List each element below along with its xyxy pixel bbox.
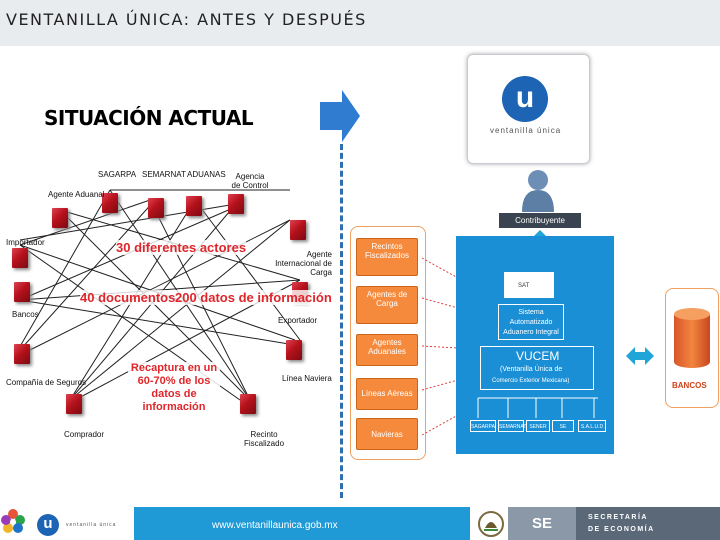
actor-icon-aduanas: [186, 196, 202, 216]
database-icon-top: [674, 308, 710, 320]
actor-label-importador: Importador: [6, 238, 45, 247]
agency-se: SE: [552, 420, 574, 432]
box-agentes-aduanales: Agentes Aduanales: [356, 334, 418, 366]
agency-sagarpa: SAGARPA: [470, 420, 496, 432]
actor-icon-recinto: [240, 394, 256, 414]
actor-icon-sagarpa: [102, 193, 118, 213]
actor-label-seguros: Compañía de Seguros: [6, 378, 87, 387]
footer-logo-icon: u: [37, 514, 59, 536]
sat-logo: [504, 272, 554, 298]
user-icon: [522, 170, 554, 212]
callout-recaptura: Recaptura en un 60-70% de los datos de i…: [128, 362, 220, 414]
sat-label: SAT: [518, 283, 530, 289]
secretaria-line2: DE ECONOMÍA: [588, 526, 655, 533]
sistema-aduanero-box: Sistema Automatizado Aduanero Integral: [498, 304, 564, 340]
box-lineas-aereas: Líneas Aéreas: [356, 378, 418, 410]
bancos-double-arrow-icon: [626, 347, 654, 365]
box-navieras: Navieras: [356, 418, 418, 450]
actor-label-recinto: Recinto Fiscalizado: [244, 430, 285, 448]
ventanilla-logo-text: ventanilla única: [490, 126, 562, 135]
section-divider: [340, 144, 343, 498]
actor-icon-agencia-control: [228, 194, 244, 214]
vucem-box: [480, 346, 594, 390]
actor-icon-agente-carga: [290, 220, 306, 240]
actor-label-exportador: Exportador: [278, 316, 318, 325]
situation-title: SITUACIÓN ACTUAL: [44, 106, 254, 130]
agency-sener: SENER: [526, 420, 550, 432]
transition-arrow-icon: [320, 90, 360, 142]
actor-icon-bancos: [14, 282, 30, 302]
agency-semarnat: SEMARNAT: [498, 420, 526, 432]
actor-icon-seguros: [14, 344, 30, 364]
actor-label-bancos: Bancos: [12, 310, 39, 319]
agency-connectors: [477, 397, 598, 418]
contribuyente-label: Contribuyente: [499, 213, 581, 228]
actor-label-agente-aduanal: Agente Aduanal: [48, 190, 105, 199]
flower-logo-icon: [1, 509, 25, 533]
actor-label-aduanas: ADUANAS: [187, 170, 226, 179]
vucem-title: VUCEM: [516, 349, 560, 363]
callout-datos: 200 datos de información: [175, 290, 332, 305]
actor-label-agente-carga: Agente Internacional de Carga: [275, 250, 332, 277]
vucem-sub1: (Ventanilla Única de: [500, 366, 563, 373]
actor-label-agencia-control: Agencia de Control: [231, 172, 269, 190]
header-bar: [0, 0, 720, 46]
ventanilla-logo-icon: u: [502, 76, 548, 122]
actor-label-sagarpa: SAGARPA: [98, 170, 137, 179]
actor-icon-naviera: [286, 340, 302, 360]
slide-title: VENTANILLA ÚNICA: ANTES Y DESPUÉS: [6, 10, 367, 29]
box-agentes-carga: Agentes de Carga: [356, 286, 418, 324]
actor-icon-importador: [12, 248, 28, 268]
actor-icon-semarnat: [148, 198, 164, 218]
callout-actores: 30 diferentes actores: [116, 240, 247, 255]
actor-icon-comprador: [66, 394, 82, 414]
secretaria-logo: [576, 507, 720, 540]
footer-url-link[interactable]: www.ventanillaunica.gob.mx: [212, 520, 338, 531]
footer-logo-text: ventanilla única: [66, 522, 117, 528]
box-recintos: Recintos Fiscalizados: [356, 238, 418, 276]
national-seal-icon: [478, 511, 504, 537]
actor-network-lines: [17, 189, 301, 401]
actor-icon-agente-aduanal: [52, 208, 68, 228]
actor-label-semarnat: SEMARNAT: [142, 170, 186, 179]
callout-documentos: 40 documentos: [80, 290, 176, 305]
bancos-label: BANCOS: [672, 381, 707, 390]
actor-label-comprador: Comprador: [64, 430, 105, 439]
secretaria-line1: SECRETARÍA: [588, 514, 648, 521]
se-logo: SE: [508, 507, 576, 540]
footer-url-band: [134, 507, 470, 540]
actor-label-naviera: Línea Naviera: [282, 374, 332, 383]
agency-salud: S.A.L.U.D: [578, 420, 606, 432]
vucem-sub2: Comercio Exterior Mexicana): [492, 378, 570, 384]
connector-lines: [421, 257, 459, 436]
